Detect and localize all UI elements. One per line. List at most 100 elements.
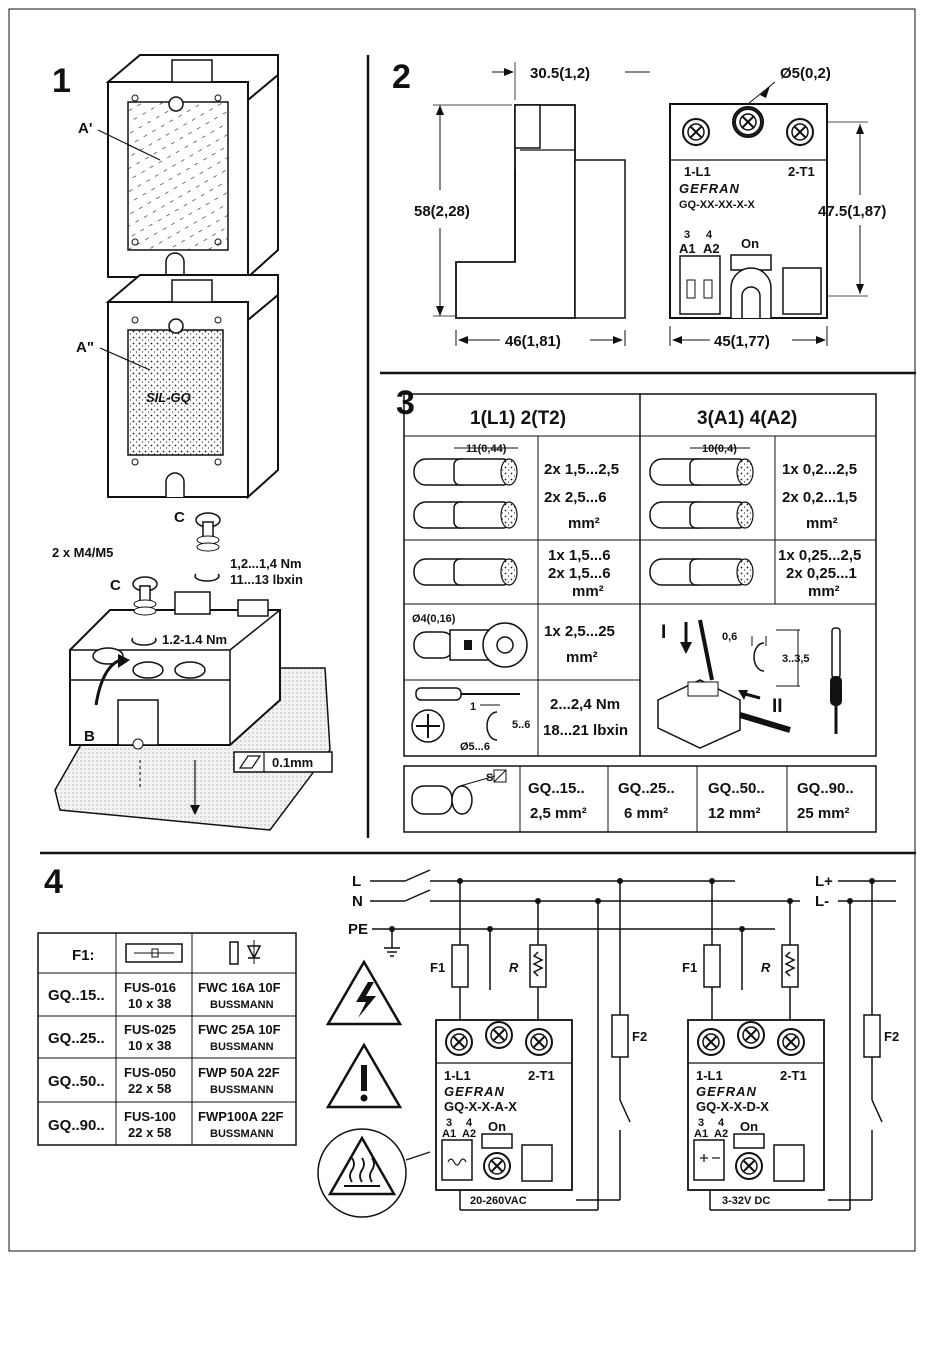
line-pe: PE [348,921,368,938]
dc-t2: 2-T1 [780,1068,807,1083]
sd-dia: Ø5...6 [460,741,490,753]
fuse-r2-size: 10 x 38 [128,1038,171,1053]
push-step-ii: II [772,696,783,717]
front-term1: 1-L1 [684,164,711,179]
front-term2: 2-T1 [788,164,815,179]
dc-a2: A2 [714,1128,728,1140]
fuse-r2-model: GQ..25.. [48,1030,105,1047]
label-c-left: C [110,577,121,594]
flatness-box: 0.1mm [233,751,333,773]
section-1: 1 A' A" SIL-GQ [52,54,333,831]
resistor-r-right: R [761,960,771,975]
dc-model: GQ-X-X-D-X [696,1099,769,1114]
sd-depth: 5..6 [512,719,530,731]
r3-left-1: 1x 2,5...25 [544,623,615,640]
dim-bottom-width: 46(1,81) [505,333,561,350]
r1-left-1: 2x 1,5...2,5 [544,461,619,478]
front-a2: A2 [703,241,720,256]
hot-surface-warning-icon [317,1128,431,1218]
fuse-r1-model: GQ..15.. [48,987,105,1004]
label-torque-small: 1.2-1.4 Nm [162,632,227,647]
dim-right-height: 47.5(1,87) [818,203,886,220]
cable-section-icon [411,769,507,815]
ac-t3: 3 [446,1117,452,1129]
fuse-icon [125,943,183,963]
resistor-r-left: R [509,960,519,975]
fuse-f2-left: F2 [632,1029,647,1044]
sec-size-2: 6 mm² [624,805,668,822]
device-dc [687,1019,828,1207]
module-a-dblprime [105,274,279,500]
sec-size-3: 12 mm² [708,805,761,822]
ac-supply: 20-260VAC [470,1195,527,1207]
col-header-left: 1(L1) 2(T2) [470,408,566,429]
strip-left: 11(0,44) [466,443,507,455]
dc-t1: 1-L1 [696,1068,723,1083]
fuse-f2-right: F2 [884,1029,899,1044]
section-s: S [486,772,493,784]
fuse-r3-fus: FUS-050 [124,1065,176,1080]
section-4-number: 4 [44,863,63,901]
r1-left-2: 2x 2,5...6 [544,489,607,506]
label-sil-gq: SIL-GQ [146,390,191,405]
r1-right-3: mm² [806,515,838,532]
ac-a1: A1 [442,1128,456,1140]
dc-t4: 4 [718,1117,725,1129]
section-3: 3 1(L1) 2(T2) 3(A1) 4(A2) 11(0,44) 10(0,… [396,384,877,833]
dc-brand: GEFRAN [696,1084,757,1099]
sec-name-2: GQ..25.. [618,780,675,797]
push-in-terminal [657,619,842,749]
fuse-f1-right: F1 [682,960,697,975]
r2-left-3: mm² [572,583,604,600]
ac-a2: A2 [462,1128,476,1140]
fuse-r4-size: 22 x 58 [128,1125,171,1140]
label-screws: 2 x M4/M5 [52,545,113,560]
r2-right-1: 1x 0,25...2,5 [778,547,861,564]
ac-model: GQ-X-X-A-X [444,1099,517,1114]
dim-height: 58(2,28) [414,203,470,220]
fuse-r1-fus: FUS-016 [124,980,176,995]
r1-right-1: 1x 0,2...2,5 [782,461,857,478]
side-view [433,62,650,346]
line-n: N [352,893,363,910]
ring-terminal [413,622,528,668]
label-torque-lbin: 11...13 lbxin [230,572,303,587]
fuse-r3-brand: BUSSMANN [210,1084,274,1096]
label-flatness: 0.1mm [272,755,313,770]
dc-a1: A1 [694,1128,708,1140]
sec-name-3: GQ..50.. [708,780,765,797]
r1-right-2: 2x 0,2...1,5 [782,489,857,506]
dc-on: On [740,1119,758,1134]
label-a-prime: A' [78,120,92,137]
fuse-r4-model: GQ..90.. [48,1117,105,1134]
sd-one: 1 [470,701,476,713]
r2-left-2: 2x 1,5...6 [548,565,611,582]
fuse-diode-icon [229,940,262,965]
section-3-number: 3 [396,384,415,422]
section-4: 4 F1: GQ..15.. FUS-016 10 x 38 FWC 16A 1… [37,863,899,1218]
front-model: GQ-XX-XX-X-X [679,199,755,211]
front-view [669,81,868,346]
r1-left-3: mm² [568,515,600,532]
fuse-r3-fwc: FWP 50A 22F [198,1065,280,1080]
label-b: B [84,728,95,745]
dim-top-width: 30.5(1,2) [530,65,590,82]
sec-name-1: GQ..15.. [528,780,585,797]
fuse-r2-fus: FUS-025 [124,1022,176,1037]
fuse-r4-fus: FUS-100 [124,1109,176,1124]
page-frame [8,8,916,1252]
fuse-r2-brand: BUSSMANN [210,1041,274,1053]
ac-t2: 2-T1 [528,1068,555,1083]
label-torque-nm: 1,2...1,4 Nm [230,556,302,571]
fuse-r4-fwc: FWP100A 22F [198,1109,284,1124]
front-t4: 4 [706,229,713,241]
device-ac [435,1019,576,1207]
dc-supply: 3-32V DC [722,1195,770,1207]
sec-name-4: GQ..90.. [797,780,854,797]
front-a1: A1 [679,241,696,256]
sec-size-4: 25 mm² [797,805,850,822]
dc-t3: 3 [698,1117,704,1129]
fuse-r1-brand: BUSSMANN [210,999,274,1011]
r2-left-1: 1x 1,5...6 [548,547,611,564]
dim-front-width: 45(1,77) [714,333,770,350]
